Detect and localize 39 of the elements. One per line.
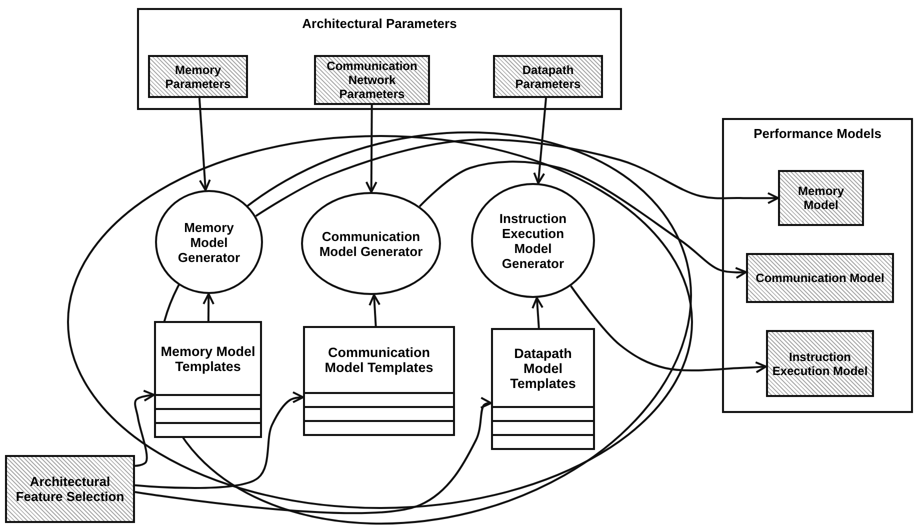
template-box [154,321,262,438]
template-label: Memory Model Templates [160,344,256,374]
template-label: Datapath Model Templates [509,346,577,390]
group-panel [137,8,622,110]
hatched-box [314,55,430,105]
box-label: Communication Network Parameters [326,59,418,101]
box-label: Memory Parameters [164,62,232,90]
arrow [134,391,304,489]
arrow [198,98,211,192]
circle-label: Instruction Execution Model Generator [498,210,568,270]
template-box [303,326,455,436]
hatched-box [778,170,864,226]
hatched-box [148,55,248,98]
template-box [491,328,595,450]
arrow [365,105,378,193]
arrow [418,160,747,279]
box-label: Datapath Parameters [514,62,582,90]
group-title: Architectural Parameters [302,16,457,31]
arrow [202,293,215,321]
arrow [570,285,767,374]
group-panel [722,118,913,413]
box-label: Instruction Execution Model [771,350,869,378]
circle-label: Memory Model Generator [176,220,242,264]
box-label: Communication Model [754,271,886,285]
arrow [368,294,381,326]
circle-label: Communication Model Generator [319,228,423,258]
hatched-box [766,330,874,397]
hatched-box [493,55,603,98]
arrow [255,138,779,217]
box-label: Architectural Feature Selection [14,474,126,504]
arrow [533,98,548,184]
hatched-box [5,455,135,523]
hatched-box [746,253,894,303]
template-label: Communication Model Templates [324,345,434,375]
group-title: Performance Models [754,126,882,141]
arrow [134,396,492,514]
arrow [134,390,155,467]
arrow [532,296,544,328]
box-label: Memory Model [796,184,845,212]
